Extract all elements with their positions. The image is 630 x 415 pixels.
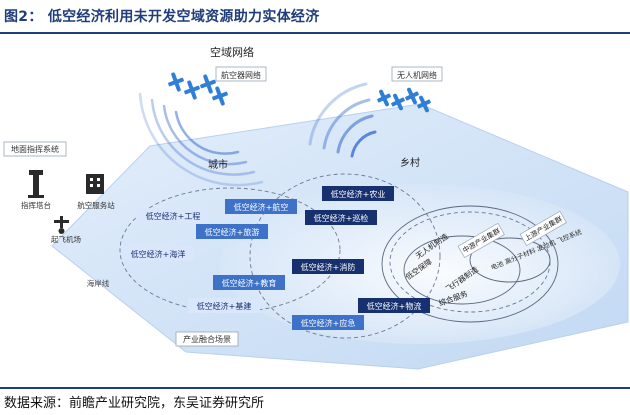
economy-tag-engineering-label: 低空经济+工程 bbox=[146, 211, 201, 221]
coastline-label: 海岸线 bbox=[87, 278, 110, 288]
economy-tag-emergency-label: 低空经济+应急 bbox=[301, 318, 356, 328]
midstream-cluster-tag bbox=[457, 222, 505, 259]
airport-label: 起飞机场 bbox=[51, 234, 81, 244]
economy-tag-agriculture bbox=[322, 186, 394, 201]
city-label: 城市 bbox=[208, 158, 228, 171]
economy-tag-agriculture-label: 低空经济+农业 bbox=[331, 189, 386, 199]
source-note: 数据来源：前瞻产业研究院，东吴证券研究所 bbox=[4, 396, 265, 411]
airport-icon bbox=[54, 216, 69, 234]
economy-tag-education-label: 低空经济+教育 bbox=[222, 278, 277, 288]
drone-signal-waves bbox=[308, 82, 377, 158]
service-station-icon bbox=[86, 174, 104, 194]
economy-tag-engineering bbox=[138, 208, 208, 223]
low-altitude-economy-diagram: 空域网络 航空器网络 无人机网络 城市 乡村 地面指挥系统 指挥塔台 航空服务站… bbox=[3, 45, 629, 370]
industry-ellipses bbox=[381, 205, 559, 323]
economy-tag-aviation-label: 低空经济+航空 bbox=[234, 202, 289, 212]
economy-tag-marine-label: 低空经济+海洋 bbox=[131, 249, 186, 259]
airspace-network-label: 空域网络 bbox=[210, 45, 254, 59]
economy-tag-infrastructure bbox=[188, 298, 260, 313]
economy-tag-firefighting-label: 低空经济+消防 bbox=[301, 262, 356, 272]
aircraft-network-label: 航空器网络 bbox=[221, 70, 261, 80]
aircraft-network-tag bbox=[215, 66, 267, 82]
drone-network-label: 无人机网络 bbox=[397, 70, 437, 80]
economy-tag-aviation bbox=[225, 199, 297, 214]
aircraft-icon bbox=[168, 72, 228, 106]
figure-title: 图2： 低空经济利用未开发空域资源助力实体经济 bbox=[4, 9, 320, 25]
economy-tag-logistics-label: 低空经济+物流 bbox=[367, 301, 422, 311]
service-station-label: 航空服务站 bbox=[77, 200, 115, 210]
command-system-label: 地面指挥系统 bbox=[11, 144, 59, 154]
economy-tag-firefighting bbox=[292, 259, 364, 274]
economy-tag-marine bbox=[122, 246, 194, 261]
command-tower-icon bbox=[28, 170, 44, 198]
economy-tag-education bbox=[213, 275, 285, 290]
upstream-cluster-tag bbox=[519, 210, 567, 247]
economy-tag-emergency bbox=[292, 315, 364, 330]
aircraft-signal-waves bbox=[138, 92, 264, 187]
command-tower-label: 指挥塔台 bbox=[21, 200, 51, 210]
village-label: 乡村 bbox=[400, 156, 420, 169]
source-rule bbox=[0, 387, 630, 389]
industry-scene-label: 产业融合场景 bbox=[183, 334, 231, 344]
economy-tags: 低空经济+工程 低空经济+航空 低空经济+旅游 低空经济+海洋 低空经济+教育 … bbox=[122, 186, 430, 330]
economy-tag-infrastructure-label: 低空经济+基建 bbox=[197, 301, 252, 311]
economy-tag-patrol bbox=[305, 210, 377, 225]
title-rule bbox=[0, 32, 630, 34]
economy-tag-tourism bbox=[196, 224, 268, 239]
command-system-tag bbox=[3, 141, 67, 157]
drone-network-tag bbox=[391, 66, 443, 82]
economy-tag-logistics bbox=[358, 298, 430, 313]
drone-icon bbox=[377, 87, 431, 113]
economy-tag-patrol-label: 低空经济+巡检 bbox=[314, 213, 369, 223]
industry-scene-tag bbox=[175, 331, 239, 347]
economy-tag-tourism-label: 低空经济+旅游 bbox=[205, 227, 260, 237]
